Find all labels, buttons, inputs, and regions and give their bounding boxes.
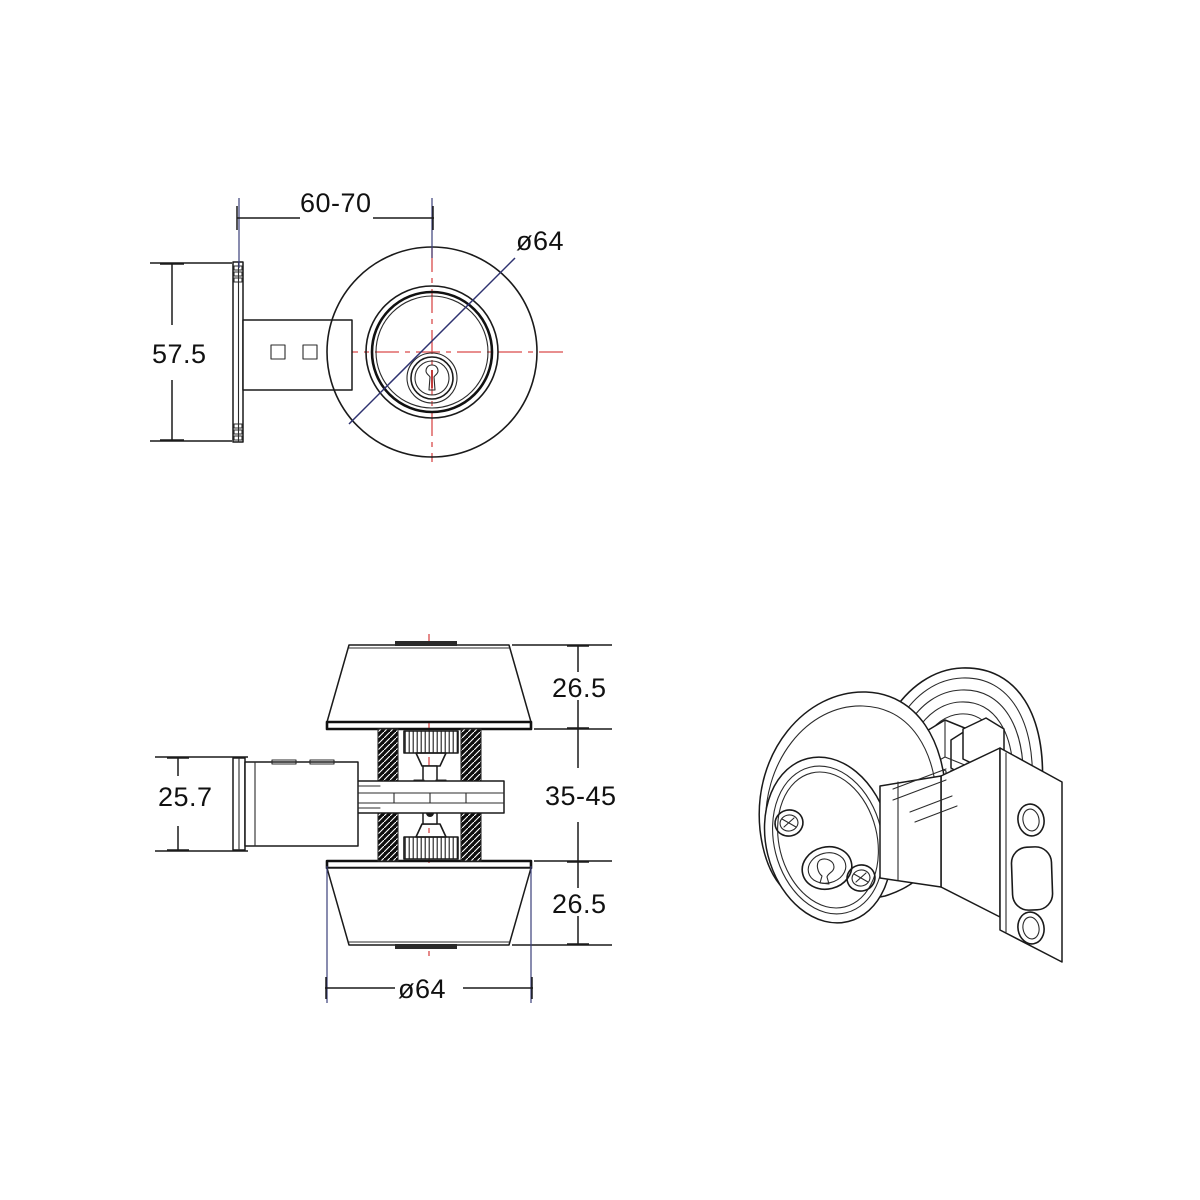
iso-key-cylinder-face [763,756,893,924]
iso-latch-faceplate [999,747,1063,963]
keyway-icon [425,364,439,391]
faceplate-height-dimension: 57.5 [150,262,232,442]
iso-bolt-housing [879,747,1001,918]
lower-screw-head [403,823,459,860]
bolt-height-dimension: 25.7 [155,756,248,852]
faceplate-profile [232,261,244,443]
iso-faceplate-screw-top [1017,803,1045,837]
view-bottom-left: 26.5 35-45 26.5 [155,634,617,1004]
view-top-left: ø64 60-70 57.5 [150,188,568,462]
rose-diameter-leader [348,257,516,425]
top-knob-height-dimension: 26.5 [512,644,612,730]
bottom-knob-height-label: 26.5 [552,889,607,919]
door-thickness-label: 35-45 [545,781,617,811]
backset-dimension: 60-70 [236,188,434,268]
upper-screw-head [403,730,459,767]
mounting-plate-profile [355,780,505,814]
door-thickness-dimension: 35-45 [534,729,617,862]
iso-cylinder-screw-top [774,809,804,837]
iso-cylinder-screw-bottom [846,864,876,892]
top-knob-profile [325,641,533,731]
bottom-knob-profile [325,859,533,949]
top-knob-height-label: 26.5 [552,673,607,703]
iso-keyway-icon [801,845,853,891]
faceplate-height-label: 57.5 [152,339,207,369]
bolt-height-label: 25.7 [158,782,213,812]
knob-diameter-dimension: ø64 [325,866,533,1004]
bolt-body-profile [242,319,353,391]
backset-label: 60-70 [300,188,372,218]
bolt-profile-section [232,757,381,851]
rose-diameter-label: ø64 [516,226,564,256]
iso-faceplate-screw-bottom [1017,911,1045,945]
bottom-knob-height-dimension: 26.5 [512,861,612,946]
knob-diameter-label: ø64 [398,974,446,1004]
view-isometric [758,667,1063,963]
iso-internal-spindle [892,768,958,823]
